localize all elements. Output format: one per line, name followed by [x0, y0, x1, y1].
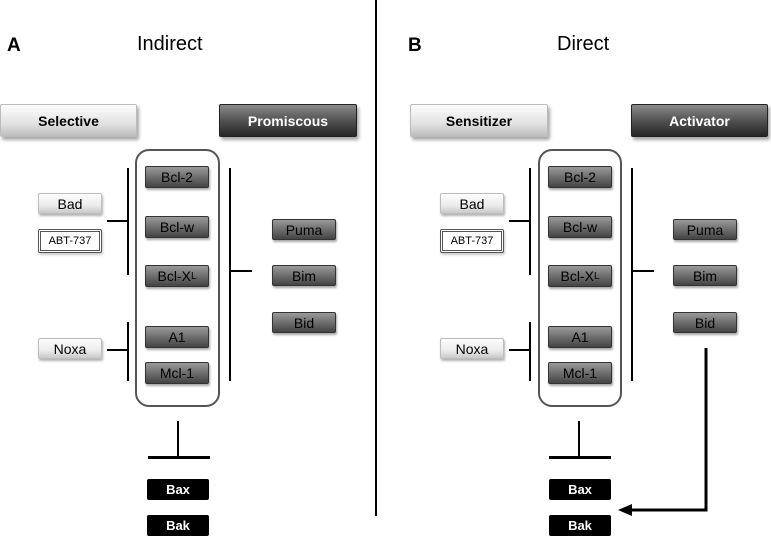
panel-a-bcl2-box: Bcl-2: [145, 166, 209, 188]
panel-b-noxa-box: Noxa: [440, 338, 504, 359]
panel-b-abt737-box: ABT-737: [440, 229, 504, 253]
panel-b-bcl2-box: Bcl-2: [548, 166, 612, 188]
panel-b-bclw-box: Bcl-w: [548, 216, 612, 238]
panel-a-bak-box: Bak: [147, 515, 209, 536]
panel-a-right-bracket: [229, 168, 231, 381]
panel-a-bad-box: Bad: [38, 193, 102, 214]
panel-a-left-connector-top: [107, 220, 128, 222]
panel-a-puma-box: Puma: [272, 219, 336, 240]
panel-b-bclxl-sub: L: [593, 270, 600, 282]
panel-a-bclxl-sub: L: [190, 270, 197, 282]
panel-a-inhibit-bar: [148, 456, 210, 459]
panel-a-bclxl-label: Bcl-X: [157, 268, 191, 284]
panel-b-sensitizer-header: Sensitizer: [410, 104, 548, 137]
panel-a-promiscous-header: Promiscous: [219, 104, 357, 137]
panel-b-left-connector-top: [509, 220, 530, 222]
panel-b-activator-header: Activator: [631, 104, 768, 137]
panel-a-title: Indirect: [137, 33, 203, 55]
panel-a-noxa-box: Noxa: [38, 338, 102, 359]
panel-b-left-connector-bottom: [509, 349, 530, 351]
panel-b-title: Direct: [557, 33, 610, 55]
panel-a-selective-header: Selective: [0, 104, 137, 137]
panel-b-mcl1-box: Mcl-1: [548, 362, 612, 384]
panel-a-left-bracket-bottom: [127, 322, 129, 381]
panel-b-bax-box: Bax: [549, 479, 611, 500]
panel-b-a1-box: A1: [548, 326, 612, 348]
panel-a-bclw-box: Bcl-w: [145, 216, 209, 238]
panel-a-abt737-box: ABT-737: [38, 229, 102, 253]
panel-a-bid-box: Bid: [272, 312, 336, 333]
panel-b-inhibit-stem: [578, 421, 580, 458]
panel-a-inhibit-stem: [177, 421, 179, 458]
panel-b-inhibit-bar: [549, 456, 611, 459]
panel-a-left-bracket-top: [127, 168, 129, 275]
panel-b-bak-box: Bak: [549, 515, 611, 536]
panel-a-bim-box: Bim: [272, 265, 336, 286]
panel-a-mcl1-box: Mcl-1: [145, 362, 209, 384]
panel-b-bid-box: Bid: [673, 312, 737, 333]
panel-a-left-connector-bottom: [107, 349, 128, 351]
panel-b-bad-box: Bad: [440, 193, 504, 214]
panel-b-bim-box: Bim: [673, 265, 737, 286]
panel-b-bclxl-label: Bcl-X: [560, 268, 594, 284]
panel-b-puma-box: Puma: [673, 219, 737, 240]
panel-a-a1-box: A1: [145, 326, 209, 348]
panel-a-letter: A: [7, 35, 21, 56]
panel-b-left-bracket-bottom: [529, 322, 531, 381]
panel-b-letter: B: [408, 35, 422, 56]
panel-b-right-bracket: [631, 168, 633, 381]
panel-a-antiapoptotic-frame: [135, 149, 220, 407]
panel-b-antiapoptotic-frame: [538, 149, 622, 407]
panel-divider: [375, 0, 377, 516]
panel-b-right-connector: [632, 270, 654, 272]
panel-b-left-bracket-top: [529, 168, 531, 275]
panel-a-bax-box: Bax: [147, 479, 209, 500]
panel-a-right-connector: [230, 270, 252, 272]
panel-b-activation-arrow: [618, 348, 708, 516]
